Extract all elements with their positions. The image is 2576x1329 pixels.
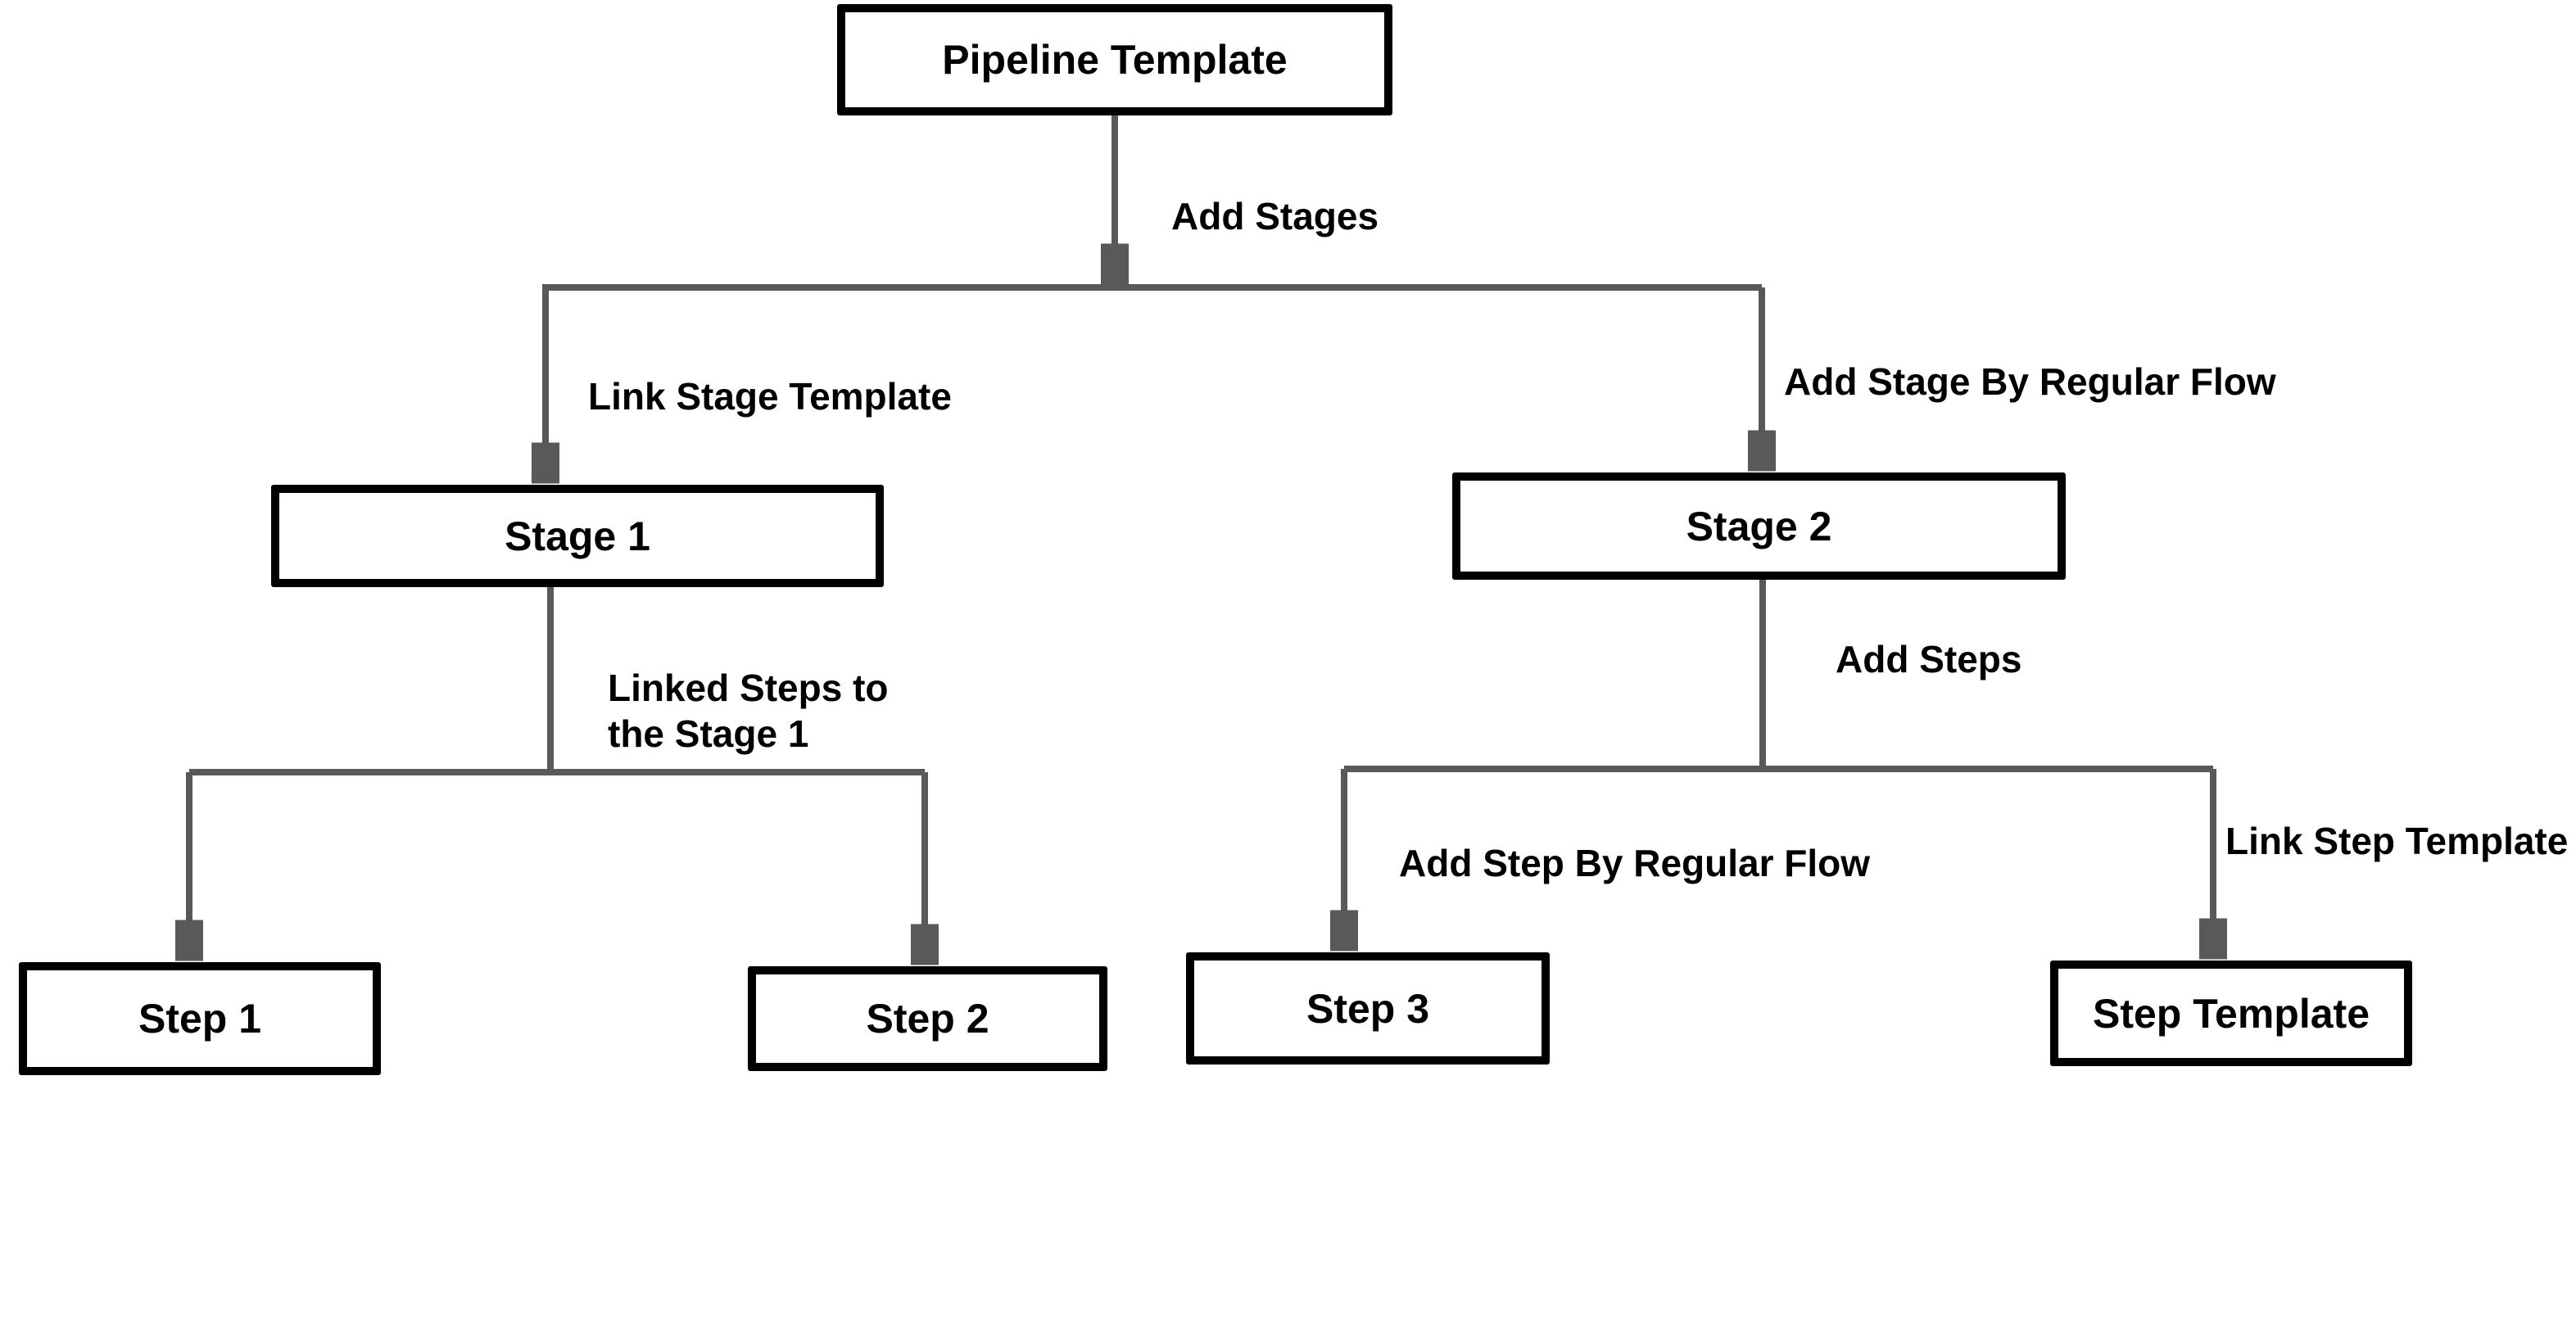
node-stage-2: Stage 2 <box>1452 472 2066 580</box>
edge-label-linked-steps-to-the-stage-1: Linked Steps to the Stage 1 <box>608 667 889 755</box>
node-step-2: Step 2 <box>748 966 1107 1071</box>
edge-label-add-step-by-regular-flow: Add Step By Regular Flow <box>1399 842 1871 884</box>
edge-label-add-steps: Add Steps <box>1836 638 2022 680</box>
node-step-1: Step 1 <box>19 962 381 1075</box>
edge-label-add-stage-by-regular-flow: Add Stage By Regular Flow <box>1784 360 2276 403</box>
edge-label-add-stages: Add Stages <box>1171 195 1379 237</box>
node-step-3: Step 3 <box>1186 952 1550 1065</box>
node-step-template: Step Template <box>2050 961 2412 1066</box>
node-stage-1: Stage 1 <box>271 485 884 587</box>
edge-label-link-step-template: Link Step Template <box>2225 820 2569 862</box>
node-pipeline-template: Pipeline Template <box>837 4 1392 115</box>
edge-label-link-stage-template: Link Stage Template <box>588 375 952 418</box>
